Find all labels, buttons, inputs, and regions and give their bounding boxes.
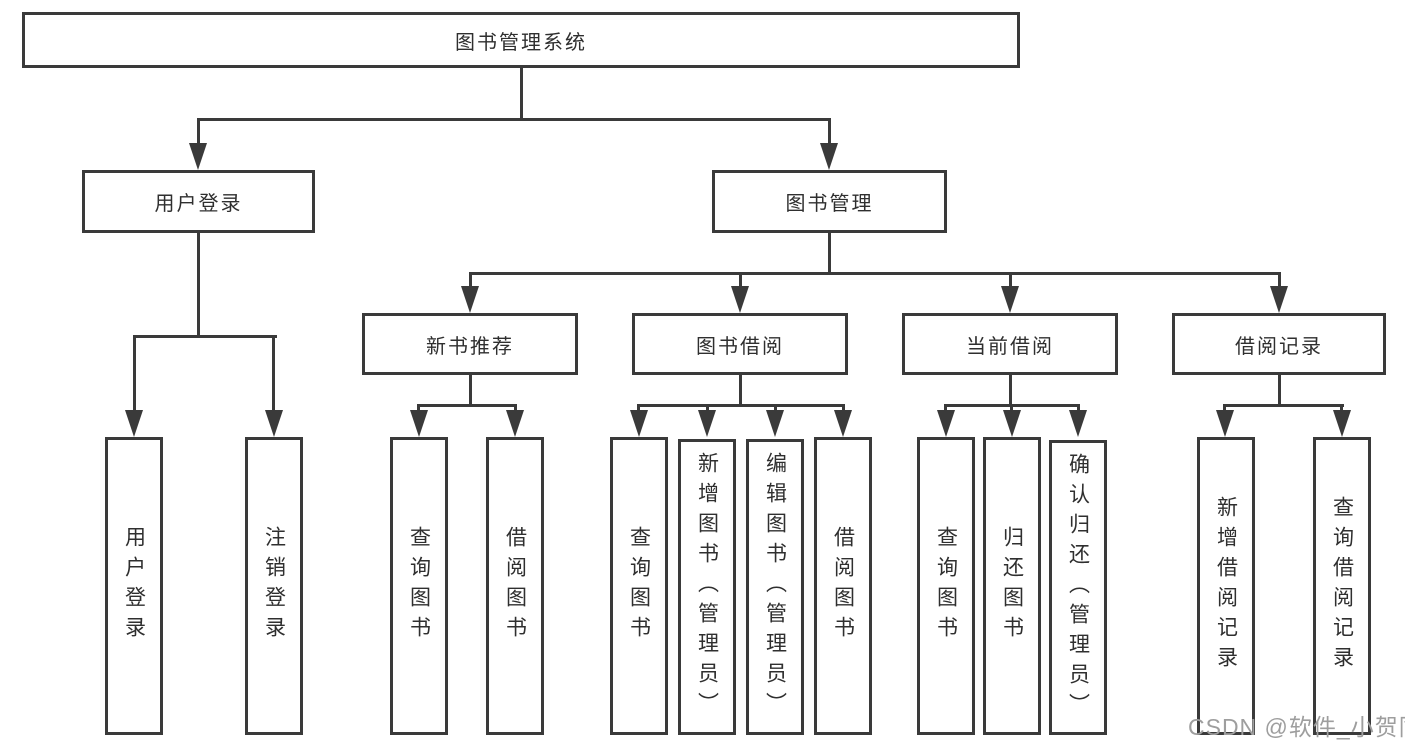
- leaf-bb-add: 新增图书（管理员）: [678, 439, 736, 735]
- connector-line: [133, 335, 136, 412]
- leaf-br-query: 查询借阅记录: [1313, 437, 1371, 735]
- connector-line: [417, 404, 517, 407]
- connector-line: [272, 335, 275, 412]
- watermark: CSDN @软件_小贺同学: [1188, 714, 1405, 740]
- connector-line: [1009, 373, 1012, 407]
- arrow-down-icon: [766, 410, 784, 437]
- arrow-down-icon: [1333, 410, 1351, 437]
- node-current-borrow: 当前借阅: [902, 313, 1118, 375]
- leaf-nbr-borrow: 借阅图书: [486, 437, 544, 735]
- connector-line: [637, 404, 640, 414]
- connector-line: [469, 373, 472, 407]
- connector-line: [1223, 404, 1344, 407]
- leaf-cb-confirm: 确认归还（管理员）: [1049, 440, 1107, 735]
- leaf-br-add: 新增借阅记录: [1197, 437, 1255, 735]
- connector-line: [1010, 404, 1013, 414]
- connector-line: [828, 118, 831, 144]
- connector-line: [1278, 272, 1281, 288]
- node-book-mgmt: 图书管理: [712, 170, 947, 233]
- connector-line: [417, 404, 420, 414]
- connector-line: [197, 118, 831, 121]
- arrow-down-icon: [506, 410, 524, 437]
- arrow-down-icon: [265, 410, 283, 437]
- connector-line: [637, 404, 845, 407]
- arrow-down-icon: [937, 410, 955, 437]
- connector-line: [944, 404, 947, 414]
- leaf-nbr-query: 查询图书: [390, 437, 448, 735]
- connector-line: [1223, 404, 1226, 414]
- arrow-down-icon: [189, 143, 207, 170]
- arrow-down-icon: [1069, 410, 1087, 437]
- connector-line: [706, 404, 709, 414]
- connector-line: [1340, 404, 1343, 414]
- connector-line: [739, 373, 742, 407]
- connector-line: [520, 66, 523, 121]
- leaf-cb-query: 查询图书: [917, 437, 975, 735]
- leaf-bb-borrow: 借阅图书: [814, 437, 872, 735]
- connector-line: [514, 404, 517, 414]
- node-book-borrow: 图书借阅: [632, 313, 848, 375]
- arrow-down-icon: [630, 410, 648, 437]
- leaf-cb-return: 归还图书: [983, 437, 1041, 735]
- connector-line: [197, 118, 200, 144]
- arrow-down-icon: [461, 286, 479, 313]
- leaf-login: 用户登录: [105, 437, 163, 735]
- connector-line: [1009, 272, 1012, 288]
- connector-line: [774, 404, 777, 414]
- arrow-down-icon: [1216, 410, 1234, 437]
- connector-line: [469, 272, 472, 288]
- connector-line: [1278, 373, 1281, 407]
- connector-line: [197, 231, 200, 337]
- node-borrow-records: 借阅记录: [1172, 313, 1386, 375]
- arrow-down-icon: [1001, 286, 1019, 313]
- connector-line: [469, 272, 1281, 275]
- leaf-logout: 注销登录: [245, 437, 303, 735]
- connector-line: [828, 231, 831, 275]
- connector-line: [739, 272, 742, 288]
- leaf-bb-query: 查询图书: [610, 437, 668, 735]
- arrow-down-icon: [410, 410, 428, 437]
- arrow-down-icon: [698, 410, 716, 437]
- node-user-login: 用户登录: [82, 170, 315, 233]
- arrow-down-icon: [731, 286, 749, 313]
- node-new-book-rec: 新书推荐: [362, 313, 578, 375]
- arrow-down-icon: [1003, 410, 1021, 437]
- node-root: 图书管理系统: [22, 12, 1020, 68]
- arrow-down-icon: [834, 410, 852, 437]
- arrow-down-icon: [820, 143, 838, 170]
- connector-line: [133, 335, 277, 338]
- arrow-down-icon: [125, 410, 143, 437]
- connector-line: [842, 404, 845, 414]
- leaf-bb-edit: 编辑图书（管理员）: [746, 439, 804, 735]
- arrow-down-icon: [1270, 286, 1288, 313]
- connector-line: [1077, 404, 1080, 414]
